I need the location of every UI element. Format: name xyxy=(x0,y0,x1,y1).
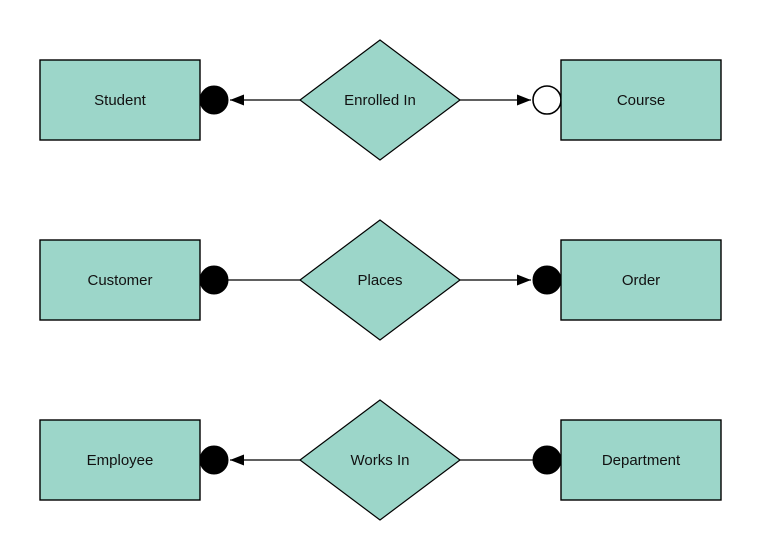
entity-student[interactable] xyxy=(39,59,201,141)
open-circle-terminator-course[interactable] xyxy=(532,85,562,115)
entity-course[interactable] xyxy=(560,59,722,141)
row-places: Customer Places Order xyxy=(39,219,722,341)
entity-customer-label: Customer xyxy=(87,272,152,289)
row-enrolled-in: Student Enrolled In Course xyxy=(39,39,722,161)
entity-department[interactable] xyxy=(560,419,722,501)
relationship-works-in-label: Works In xyxy=(351,452,410,469)
entity-student-label: Student xyxy=(94,92,147,109)
relationship-enrolled-in-label: Enrolled In xyxy=(344,92,416,109)
entity-course-label: Course xyxy=(617,92,665,109)
relationship-places-label: Places xyxy=(357,272,402,289)
entity-order[interactable] xyxy=(560,239,722,321)
entity-customer[interactable] xyxy=(39,239,201,321)
filled-circle-terminator-order[interactable] xyxy=(532,265,562,295)
entity-department-label: Department xyxy=(602,452,681,469)
entity-employee[interactable] xyxy=(39,419,201,501)
entity-employee-label: Employee xyxy=(87,452,154,469)
entity-order-label: Order xyxy=(622,272,660,289)
relationship-works-in[interactable] xyxy=(299,399,461,521)
filled-circle-terminator-customer[interactable] xyxy=(199,265,229,295)
relationship-places[interactable] xyxy=(299,219,461,341)
filled-circle-terminator-student[interactable] xyxy=(199,85,229,115)
filled-circle-terminator-department[interactable] xyxy=(532,445,562,475)
relationship-enrolled-in[interactable] xyxy=(299,39,461,161)
row-works-in: Employee Works In Department xyxy=(39,399,722,521)
filled-circle-terminator-employee[interactable] xyxy=(199,445,229,475)
